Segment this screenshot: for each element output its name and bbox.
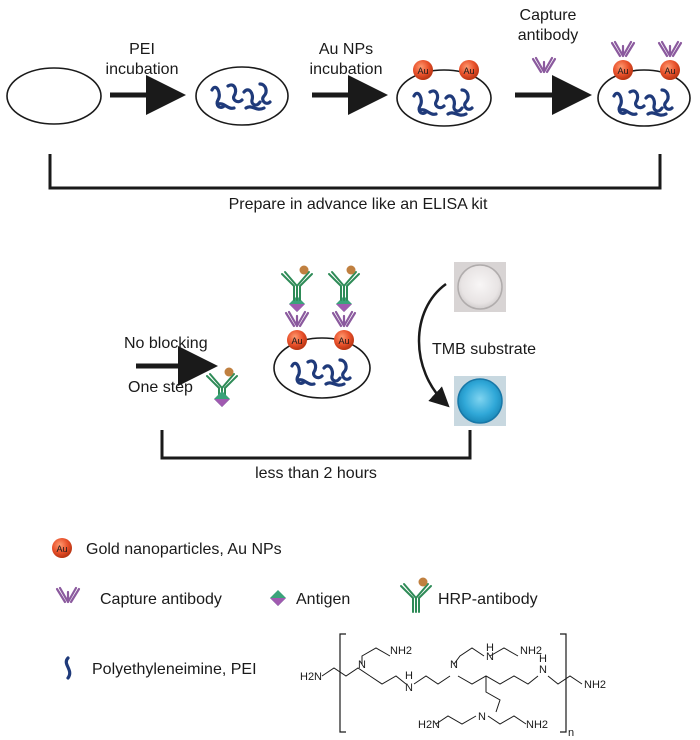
- au-nanoparticle: [613, 60, 633, 80]
- bracket-prepare-label: Prepare in advance like an ELISA kit: [229, 196, 488, 213]
- step1-label-line1: PEI: [129, 41, 155, 58]
- au-nanoparticle: [413, 60, 433, 80]
- bracket-time-label: less than 2 hours: [255, 465, 377, 482]
- chem-nh2-top2: NH2: [520, 645, 542, 657]
- legend-antigen-icon: [270, 590, 286, 606]
- one-step-label: One step: [128, 379, 193, 396]
- legend-hrp-label: HRP-antibody: [438, 591, 538, 608]
- chem-n6: N: [478, 711, 486, 723]
- au-label: Au: [291, 336, 302, 346]
- legend-pei-label: Polyethyleneimine, PEI: [92, 661, 257, 678]
- au-label: Au: [664, 66, 675, 76]
- au-label: Au: [56, 544, 67, 554]
- bead-pei-au: [396, 69, 492, 127]
- curved-arrow: [417, 282, 450, 408]
- subscript-n: n: [568, 727, 574, 739]
- bead-empty: [6, 67, 102, 125]
- chem-h2n-left: H2N: [300, 671, 322, 683]
- step1-label-line2: incubation: [106, 61, 179, 78]
- au-label: Au: [463, 66, 474, 76]
- bracket-time: less than 2 hours: [160, 430, 472, 482]
- au-label: Au: [417, 66, 428, 76]
- au-label: Au: [338, 336, 349, 346]
- antigen-icon: [214, 391, 230, 407]
- assay-row: No blocking One step Au Au TMB substrate: [124, 262, 536, 426]
- legend-au-icon: [52, 538, 72, 558]
- step2-label-line1: Au NPs: [319, 41, 373, 58]
- legend: Au Gold nanoparticles, Au NPs Capture an…: [52, 538, 538, 680]
- chem-h2n-bottom: H2N: [418, 719, 440, 731]
- chem-nh2-top1: NH2: [390, 645, 412, 657]
- well-after: [454, 376, 506, 426]
- hrp-antibody-icon: [281, 264, 313, 301]
- chem-n4: N: [486, 651, 494, 663]
- pei-structure: n H2N N NH2 H N N H N NH2 H N NH2 N H2N …: [300, 633, 606, 739]
- bead-sandwich: [273, 337, 371, 399]
- chem-n3: N: [450, 659, 458, 671]
- capture-antibody-icon: [331, 310, 357, 328]
- capture-antibody-icon: [531, 56, 557, 74]
- capture-antibody-icon: [284, 310, 310, 328]
- au-nanoparticle: [459, 60, 479, 80]
- step-row: PEI incubation Au NPs incubation Au Au C…: [6, 7, 691, 127]
- legend-capture-label: Capture antibody: [100, 591, 222, 608]
- chem-h3: H: [539, 653, 547, 665]
- bead-pei: [195, 66, 289, 126]
- legend-capture-icon: [55, 586, 81, 604]
- au-nanoparticle: [334, 330, 354, 350]
- au-label: Au: [617, 66, 628, 76]
- au-nanoparticle: [287, 330, 307, 350]
- chem-n1: N: [358, 659, 366, 671]
- chem-nh2-right: NH2: [584, 679, 606, 691]
- well-before: [454, 262, 506, 312]
- step2-label-line2: incubation: [310, 61, 383, 78]
- tmb-label: TMB substrate: [432, 341, 536, 358]
- step3-label-line2: antibody: [518, 27, 579, 44]
- chem-h1: H: [405, 670, 413, 682]
- bead-capture: [597, 69, 691, 127]
- chem-nh2-bottom: NH2: [526, 719, 548, 731]
- legend-gold-label: Gold nanoparticles, Au NPs: [86, 541, 282, 558]
- chem-n5: N: [539, 664, 547, 676]
- capture-antibody-icon: [610, 40, 636, 58]
- bracket-prepare: Prepare in advance like an ELISA kit: [48, 154, 662, 213]
- chem-h2: H: [486, 642, 494, 654]
- legend-hrp-icon: [400, 576, 432, 613]
- au-nanoparticle: [660, 60, 680, 80]
- no-blocking-label: No blocking: [124, 335, 208, 352]
- step3-label-line1: Capture: [520, 7, 577, 24]
- legend-pei-icon: [64, 656, 72, 680]
- capture-antibody-icon: [657, 40, 683, 58]
- hrp-antibody-icon: [328, 264, 360, 301]
- legend-antigen-label: Antigen: [296, 591, 350, 608]
- chem-n2: N: [405, 682, 413, 694]
